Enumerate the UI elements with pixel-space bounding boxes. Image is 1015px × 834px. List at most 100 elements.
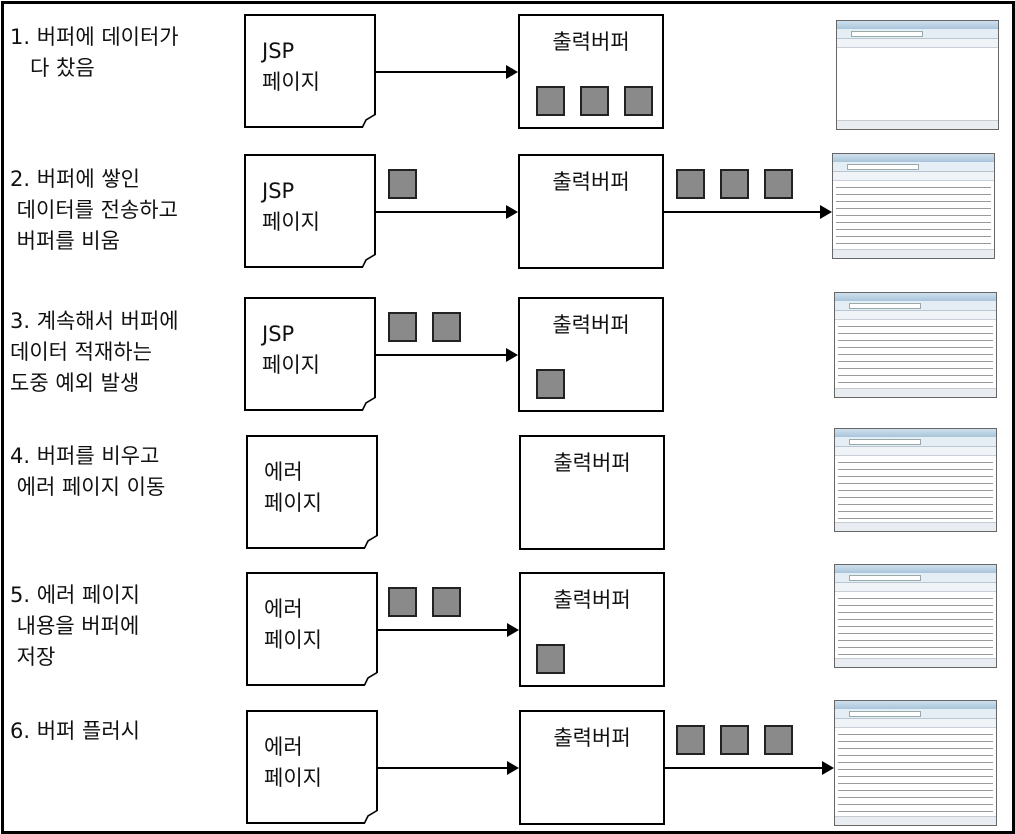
page-label-line: 에러 [264,732,322,763]
output-buffer-label: 출력버퍼 [521,722,663,752]
browser-toolbar [837,39,998,48]
step-text-line: 저장 [10,642,140,673]
step-text-line: 2. 버퍼에 쌓인 [10,164,178,195]
data-block-sent [676,169,705,199]
step-text-line: 버퍼를 비움 [10,226,178,257]
browser-window-thumbnail [832,153,995,259]
browser-toolbar [835,311,996,320]
output-buffer-box: 출력버퍼 [518,154,664,269]
output-buffer-label: 출력버퍼 [520,166,662,196]
arrow-buffer-to-browser [665,767,832,769]
step-text-line: 3. 계속해서 버퍼에 [10,306,179,337]
page-label-line: 페이지 [262,207,320,238]
output-buffer-label: 출력버퍼 [520,26,662,56]
browser-status-bar [835,658,996,667]
browser-window-thumbnail [834,700,997,826]
arrow-page-to-buffer [376,71,516,73]
data-block-pending [388,587,417,617]
browser-window-thumbnail [836,20,999,130]
data-block-pending [388,169,417,199]
step-description: 2. 버퍼에 쌓인 데이터를 전송하고 버퍼를 비움 [10,164,178,257]
page-fold-corner [364,810,378,824]
data-block-sent [676,725,705,755]
output-buffer-box: 출력버퍼 [518,14,664,129]
data-block-in-buffer [536,369,565,399]
step-description: 1. 버퍼에 데이터가 다 찼음 [10,22,179,84]
page-label-line: 페이지 [262,350,320,381]
browser-window-thumbnail [834,292,997,398]
step-text-line: 1. 버퍼에 데이터가 [10,22,179,53]
browser-status-bar [835,816,996,825]
step-text-line: 데이터를 전송하고 [10,195,178,226]
browser-content [838,459,993,522]
browser-address-bar [835,709,996,719]
step-text-line: 6. 버퍼 플러시 [10,716,140,747]
browser-toolbar [835,447,996,456]
data-block-sent [720,169,749,199]
browser-address-bar [837,29,998,39]
browser-window-thumbnail [834,428,997,532]
browser-content [838,731,993,816]
page-label-line: 페이지 [264,763,322,794]
browser-content [840,51,995,120]
step-text-line: 다 찼음 [10,53,179,84]
browser-title-bar [835,701,996,709]
browser-title-bar [835,565,996,573]
data-block-pending [388,312,417,342]
output-buffer-label: 출력버퍼 [520,309,662,339]
data-block-in-buffer [580,86,609,116]
browser-toolbar [835,583,996,592]
browser-title-bar [835,293,996,301]
browser-status-bar [835,522,996,531]
page-label: JSP페이지 [262,36,320,98]
data-block-pending [432,587,461,617]
page-fold-corner [364,535,378,549]
step-text-line: 에러 페이지 이동 [10,472,165,503]
arrow-page-to-buffer [378,767,517,769]
page-label-line: 페이지 [262,67,320,98]
output-buffer-box: 출력버퍼 [519,572,665,687]
step-description: 4. 버퍼를 비우고 에러 페이지 이동 [10,441,165,503]
step-text-line: 5. 에러 페이지 [10,580,140,611]
page-fold-corner [362,254,376,268]
data-block-sent [764,169,793,199]
output-buffer-box: 출력버퍼 [518,297,664,412]
browser-address-bar [835,573,996,583]
step-text-line: 내용을 버퍼에 [10,611,140,642]
data-block-pending [432,312,461,342]
step-text-line: 4. 버퍼를 비우고 [10,441,165,472]
page-fold-corner [362,114,376,128]
page-label: 에러페이지 [264,594,322,656]
arrow-page-to-buffer [378,629,517,631]
page-label-line: 페이지 [264,488,322,519]
arrow-buffer-to-browser [664,211,830,213]
page-label-line: 에러 [264,457,322,488]
browser-title-bar [837,21,998,29]
data-block-in-buffer [536,86,565,116]
page-label-line: JSP [262,319,320,350]
page-label-line: 페이지 [264,625,322,656]
page-fold-corner [364,672,378,686]
browser-window-thumbnail [834,564,997,668]
step-text-line: 데이터 적재하는 [10,337,179,368]
output-buffer-box: 출력버퍼 [519,435,665,550]
browser-title-bar [833,154,994,162]
step-description: 6. 버퍼 플러시 [10,716,140,747]
browser-address-bar [833,162,994,172]
page-label-line: JSP [262,176,320,207]
browser-toolbar [835,719,996,728]
browser-toolbar [833,172,994,181]
arrow-page-to-buffer [376,354,516,356]
page-fold-corner [362,397,376,411]
